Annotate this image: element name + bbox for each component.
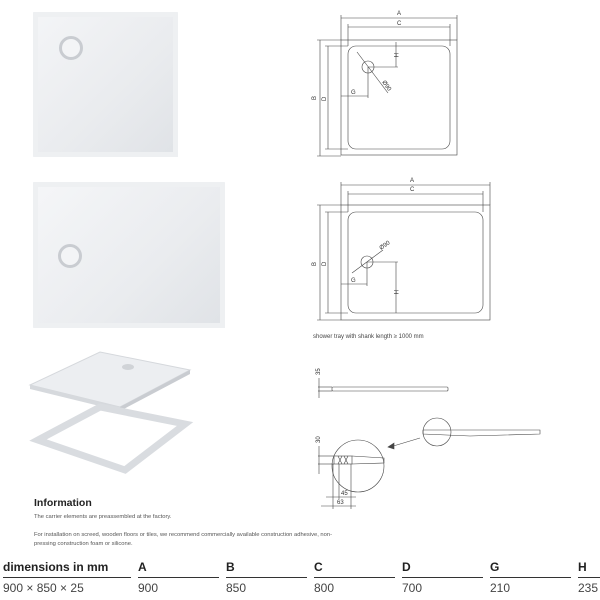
drain-icon [59, 36, 83, 60]
table-header: dimensions in mm [3, 560, 131, 578]
table-column-g: G 210 [490, 560, 571, 595]
information-section: Information The carrier elements are pre… [34, 497, 334, 549]
label-height-detail: 30 [316, 436, 322, 443]
label-height-side: 35 [316, 368, 322, 375]
table-column-c: C 800 [314, 560, 395, 595]
table-header: B [226, 560, 307, 578]
table-column-a: A 900 [138, 560, 219, 595]
label-a: A [397, 11, 401, 17]
square-tray-plan-drawing [317, 15, 458, 157]
table-header: G [490, 560, 571, 578]
label-d: D [322, 261, 328, 266]
table-column-dimensions: dimensions in mm 900 × 850 × 25 [3, 560, 131, 595]
drawing-caption: shower tray with shank length ≥ 1000 mm [313, 334, 424, 340]
label-g: G [351, 278, 356, 284]
table-cell: 210 [490, 581, 511, 595]
label-b: B [312, 262, 318, 266]
table-header: D [402, 560, 483, 578]
table-column-h: H 235 [578, 560, 600, 595]
table-header: H [578, 560, 600, 578]
information-title: Information [34, 497, 92, 509]
label-d: D [322, 96, 328, 101]
label-b: B [312, 96, 318, 100]
table-header: A [138, 560, 219, 578]
label-drain-diameter: Ø90 [379, 240, 392, 252]
edge-detail-drawing [318, 417, 541, 509]
table-cell: 850 [226, 581, 247, 595]
dimensions-table: dimensions in mm 900 × 850 × 25 A 900 B 850… [0, 560, 600, 600]
label-h: H [392, 290, 398, 294]
label-drain-diameter: Ø90 [380, 80, 392, 93]
table-column-d: D 700 [402, 560, 483, 595]
product-photo-isometric [28, 351, 194, 474]
label-g: G [351, 90, 356, 96]
information-text-2: For installation on screed, wooden floor… [34, 532, 333, 547]
table-cell: 235 [578, 581, 599, 595]
label-a: A [410, 178, 414, 184]
label-c: C [410, 187, 415, 193]
label-inner-width: 45 [341, 491, 348, 497]
product-photo-square-tray [33, 12, 178, 157]
side-profile-drawing [318, 378, 449, 398]
table-cell: 900 [138, 581, 159, 595]
product-photo-rectangular-tray [33, 182, 225, 328]
table-cell: 900 × 850 × 25 [3, 581, 84, 595]
table-column-b: B 850 [226, 560, 307, 595]
information-text-1: The carrier elements are preassembled at… [34, 514, 172, 520]
rectangular-tray-plan-drawing [317, 182, 491, 321]
table-header: C [314, 560, 395, 578]
table-cell: 700 [402, 581, 423, 595]
label-h: H [392, 53, 398, 57]
drain-icon [58, 244, 82, 268]
label-outer-width: 63 [337, 500, 344, 506]
table-cell: 800 [314, 581, 335, 595]
label-c: C [397, 21, 402, 27]
